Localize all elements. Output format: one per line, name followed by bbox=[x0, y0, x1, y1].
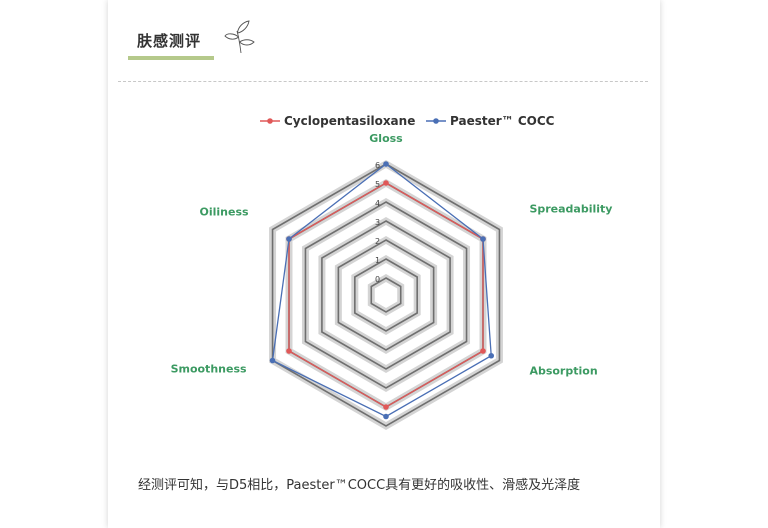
data-point bbox=[480, 236, 486, 242]
data-point bbox=[383, 161, 389, 167]
grid-ring bbox=[321, 220, 451, 370]
legend-label: Cyclopentasiloxane bbox=[284, 114, 415, 128]
data-point bbox=[488, 352, 495, 359]
axis-label: Gloss bbox=[369, 132, 403, 145]
axis-label: Spreadability bbox=[529, 203, 612, 216]
leaf-sprig-icon bbox=[224, 20, 255, 54]
chart-caption: 经测评可知，与D5相比，Paester™COCC具有更好的吸收性、滑感及光泽度 bbox=[138, 478, 581, 493]
data-point bbox=[286, 348, 292, 354]
grid-ring bbox=[337, 239, 435, 351]
tick-label: 1 bbox=[375, 256, 380, 265]
tick-label: 6 bbox=[375, 161, 380, 170]
tick-label: 0 bbox=[375, 275, 380, 284]
tick-label: 4 bbox=[375, 199, 380, 208]
tick-label: 2 bbox=[375, 237, 380, 246]
data-point bbox=[383, 413, 389, 420]
grid-ring bbox=[271, 163, 501, 427]
axis-label: Smoothness bbox=[171, 363, 247, 376]
data-point bbox=[269, 357, 276, 364]
grid-ring-shadow bbox=[301, 197, 471, 393]
grid-ring bbox=[354, 258, 418, 332]
axis-label: Oiliness bbox=[199, 206, 249, 219]
axis-label: Stickness bbox=[356, 458, 416, 460]
grid-ring-shadow bbox=[351, 254, 421, 336]
tick-label: 3 bbox=[375, 218, 380, 227]
grid-ring bbox=[304, 201, 468, 389]
legend-marker bbox=[267, 118, 273, 124]
data-point bbox=[383, 180, 389, 186]
title-underline bbox=[128, 56, 214, 60]
axis-label: Absorption bbox=[529, 365, 597, 378]
legend-label: Paester™ COCC bbox=[450, 114, 555, 128]
legend-marker bbox=[433, 118, 439, 124]
data-point bbox=[480, 348, 486, 354]
grid-ring bbox=[370, 277, 402, 313]
radar-chart: 0 1 2 3 4 5 6 GlossSpreadabilityAbsorptionStick… bbox=[171, 114, 613, 460]
data-point bbox=[286, 236, 292, 242]
section-divider bbox=[118, 81, 648, 82]
tick-label: 5 bbox=[375, 180, 380, 189]
data-point bbox=[383, 404, 389, 410]
section-title: 肤感测评 bbox=[137, 32, 202, 50]
